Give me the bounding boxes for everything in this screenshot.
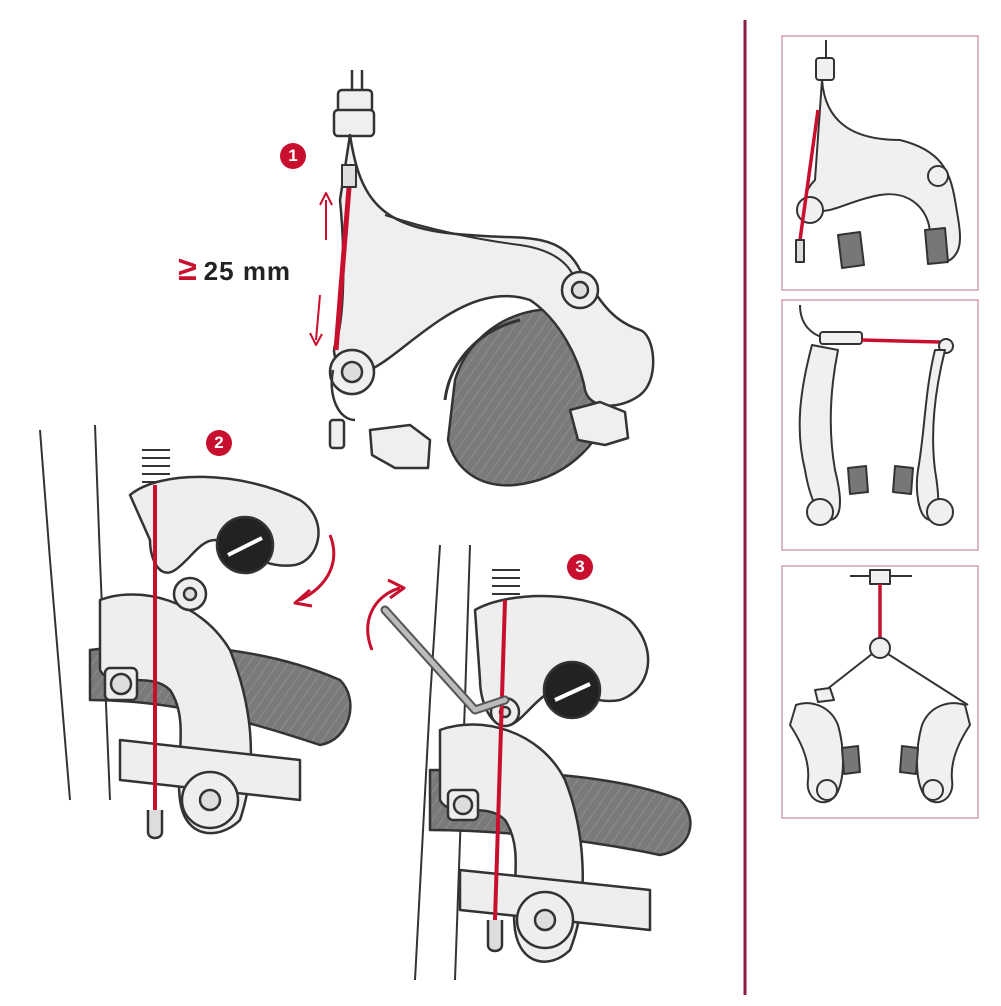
frame-fork xyxy=(414,544,441,981)
brake-pad xyxy=(118,738,302,802)
rotation-arrow xyxy=(299,534,336,602)
caliper-brake-step-1 xyxy=(309,70,655,487)
step-1-badge: 1 xyxy=(280,143,306,169)
cable-length-value: 25 mm xyxy=(203,256,292,286)
side-panel-v-brake xyxy=(781,299,979,551)
caliper-arm-inner xyxy=(384,214,576,281)
cable-adjuster xyxy=(332,108,376,138)
frame-fork xyxy=(39,429,71,801)
rotation-arrow xyxy=(366,586,401,651)
brake-pad xyxy=(368,423,432,470)
caliper-detail-step-3 xyxy=(366,544,692,981)
step-3-badge: 3 xyxy=(567,554,593,580)
caliper-detail-step-2 xyxy=(39,424,352,840)
step-2-badge: 2 xyxy=(206,430,232,456)
adjuster-knob xyxy=(542,660,602,720)
greater-equal-symbol: ≥ xyxy=(178,250,198,288)
frame-fork xyxy=(94,424,111,801)
side-panel-cantilever xyxy=(781,565,979,819)
cable-length-label: ≥25 mm xyxy=(178,250,291,289)
brake-pad xyxy=(568,400,630,447)
cable-adjuster xyxy=(336,88,374,114)
brake-cable xyxy=(493,599,507,921)
brake-cable xyxy=(333,174,353,351)
side-panel-dual-pivot-caliper xyxy=(781,35,979,291)
rim xyxy=(443,318,521,401)
